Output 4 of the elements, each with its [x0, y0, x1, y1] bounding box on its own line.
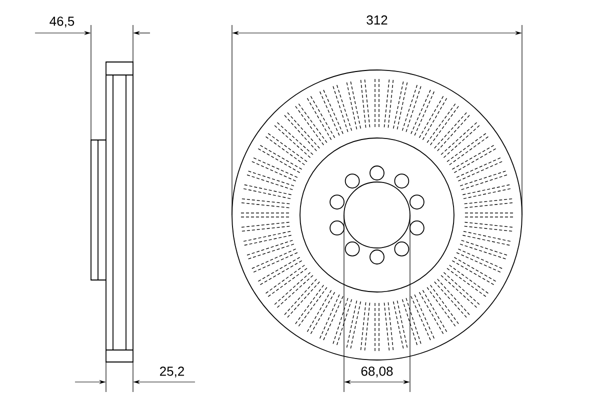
dimension-label: 68,08	[361, 366, 393, 378]
dimension-label: 46,5	[50, 16, 74, 28]
dimension-label: 25,2	[160, 366, 184, 378]
dimension-label: 312	[366, 15, 388, 25]
